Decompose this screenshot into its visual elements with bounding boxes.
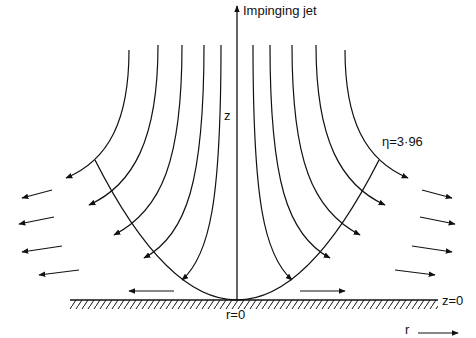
- axis-label: z=0: [442, 293, 463, 308]
- axis-label: r=0: [226, 307, 245, 322]
- axis-label: z: [224, 108, 231, 123]
- wall-hatching: [70, 300, 438, 309]
- axis-label: Impinging jet: [243, 3, 317, 18]
- axis-label: η=3·96: [382, 134, 423, 149]
- streamlines-mirror: [19, 45, 221, 291]
- streamlines: [253, 45, 455, 291]
- boundary-curve: [95, 160, 379, 300]
- r-direction-arrow: [418, 332, 458, 333]
- jet-axis: [236, 6, 237, 300]
- axis-label: r: [405, 322, 409, 337]
- wall-line: [70, 299, 438, 300]
